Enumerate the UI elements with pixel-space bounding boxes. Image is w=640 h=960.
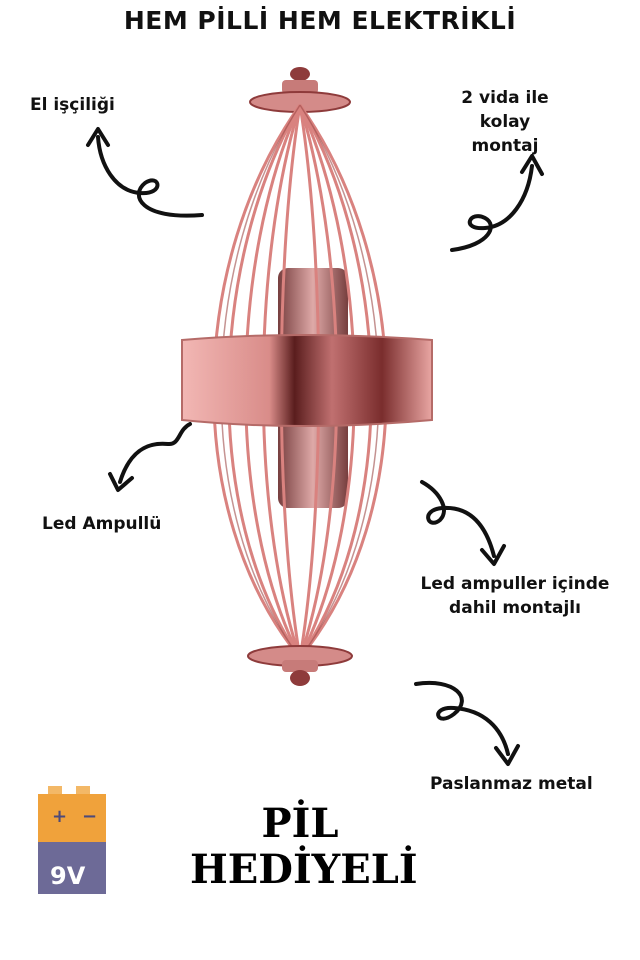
callout-included-line1: Led ampuller içinde (420, 574, 610, 594)
callout-led: Led Ampullü (42, 514, 162, 534)
arrow-mounting-icon (450, 154, 544, 252)
arrow-material-icon (414, 680, 520, 766)
arrow-included-icon (420, 480, 506, 566)
arrow-handcraft-icon (86, 127, 204, 218)
battery-voltage: 9V (50, 862, 86, 890)
battery-minus: − (82, 806, 97, 827)
callout-handcraft: El işçiliği (30, 95, 115, 115)
page-title: HEM PİLLİ HEM ELEKTRİKLİ (123, 6, 517, 35)
callout-mounting-line2: kolay montaj (471, 112, 539, 156)
callout-mounting-line1: 2 vida ile (461, 88, 549, 108)
arrow-led-icon (108, 422, 192, 492)
battery-plus: + (52, 806, 67, 827)
battery-9v-icon: + − 9V (38, 786, 106, 894)
wall-lamp-image (181, 67, 433, 686)
callout-material: Paslanmaz metal (430, 774, 593, 794)
gift-line1: PİL (261, 800, 339, 847)
callout-included: Led ampuller içinde dahil montajlı (396, 572, 634, 620)
gift-line2: HEDİYELİ (190, 846, 418, 893)
callout-included-line2: dahil montajlı (449, 598, 581, 618)
callout-mounting: 2 vida ile kolay montaj (445, 86, 565, 158)
